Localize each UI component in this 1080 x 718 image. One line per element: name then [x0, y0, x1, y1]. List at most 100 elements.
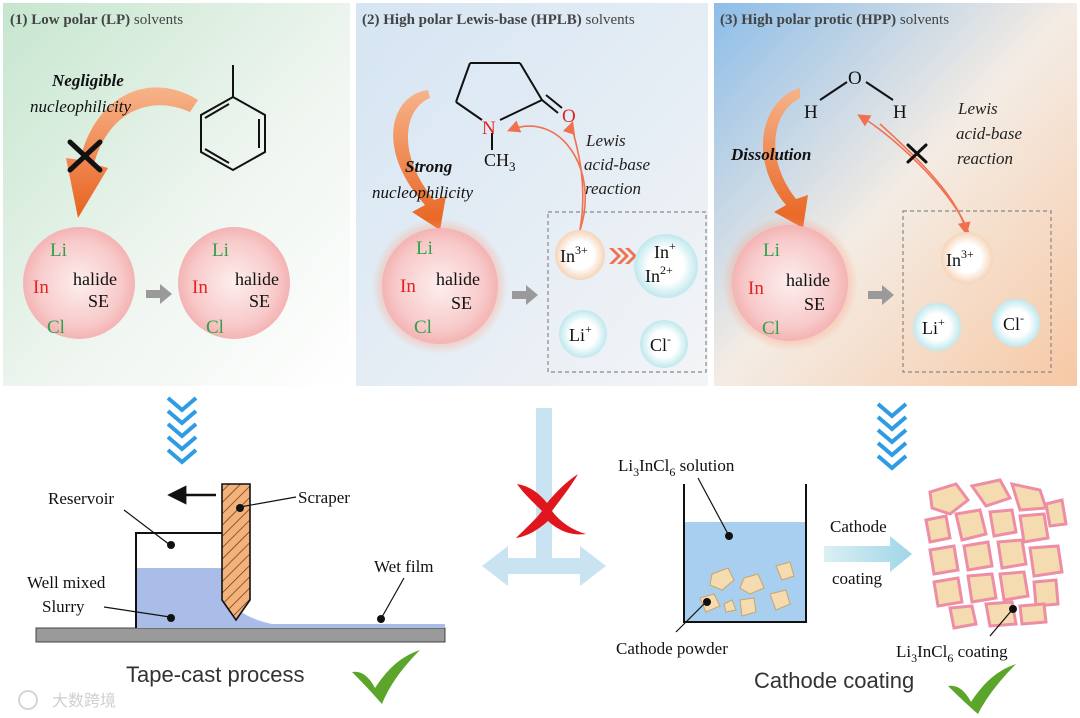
beaker-wall [683, 484, 807, 623]
panel-1: Negligible nucleophilicity Li In Cl hali… [23, 65, 290, 339]
se-label: SE [804, 294, 825, 314]
dissolved-ions-box [547, 211, 707, 373]
slurry-dot [167, 614, 175, 622]
nitrogen-atom: N [482, 118, 496, 139]
solution-pointer [697, 477, 729, 535]
wet-film-label: Wet film [374, 557, 434, 576]
cathode-coating-diagram: Li3InCl6 solution Cathode powder Cathode… [616, 456, 1068, 714]
halide-se-particle-dissolving [732, 225, 848, 341]
hydrogen-atom-right: H [893, 102, 907, 123]
lewis-label-line1: Lewis [585, 131, 626, 150]
watermark-logo-icon [18, 690, 38, 710]
li-ion-label: Li+ [922, 315, 945, 338]
li-ion [913, 303, 961, 351]
wet-film-dot [377, 615, 385, 623]
reservoir-pointer [123, 509, 171, 546]
well-mixed-label: Well mixed [27, 573, 106, 592]
red-x-icon [516, 474, 586, 538]
halide-se-particle [23, 227, 135, 339]
lewis-label-line2: acid-base [584, 155, 651, 174]
methyl-group: CH3 [484, 150, 516, 174]
checkmark-icon [948, 664, 1016, 714]
scraper-dot [236, 504, 244, 512]
cross-mark-icon [906, 143, 928, 164]
halide-label: halide [73, 269, 117, 289]
watermark: 大数跨境 [52, 691, 116, 710]
cl-ion-label: Cl- [650, 332, 671, 355]
oxygen-atom: O [848, 68, 862, 89]
lewis-label-line3: reaction [585, 179, 641, 198]
slurry-pointer [103, 606, 171, 618]
in-label: In [33, 277, 49, 298]
in-plus-ion [634, 234, 698, 298]
coated-particles-cluster [924, 478, 1068, 630]
coating-pointer [989, 609, 1013, 637]
li-label: Li [212, 240, 229, 261]
li-ion [559, 310, 607, 358]
dissolution-arrow [762, 88, 808, 228]
scraper-label: Scraper [298, 488, 350, 507]
panel-3: O H H Lewis acid-base reaction Dissoluti… [722, 68, 1052, 373]
substrate-plate [35, 627, 446, 643]
in3-ion [941, 232, 993, 284]
cathode-coating-title: Cathode coating [754, 668, 914, 693]
toluene-molecule [200, 65, 266, 172]
reservoir-label: Reservoir [48, 489, 114, 508]
in-label: In [192, 277, 208, 298]
water-bonds [819, 81, 894, 101]
in3-ion-label: In3+ [560, 243, 588, 266]
dissolution-label: Dissolution [730, 145, 811, 164]
lewis-arrow-h-in-back [879, 123, 971, 236]
solution-label: Li3InCl6 solution [618, 456, 735, 479]
li-label: Li [763, 240, 780, 261]
cl-label: Cl [47, 317, 65, 338]
scraper-pointer [239, 496, 297, 508]
in-plus-ion-label: In+ [654, 239, 676, 262]
blocked-pathway-arrow [482, 408, 606, 586]
gray-arrow-icon [146, 284, 172, 304]
in2-ion-label: In2+ [645, 263, 673, 286]
gray-arrow-icon [868, 285, 894, 305]
lewis-label-line3: reaction [957, 149, 1013, 168]
wet-film-pointer [381, 577, 405, 618]
lewis-arrow-to-o [562, 120, 584, 231]
cross-mark-icon [67, 139, 103, 173]
panel-3-title: (3) High polar protic (HPP) solvents [720, 12, 949, 28]
nucleophilic-attack-arrow [393, 90, 446, 230]
cathode-powder-label: Cathode powder [616, 639, 728, 658]
reduction-chevrons-icon [609, 248, 637, 264]
scraper-blade [221, 483, 251, 622]
reservoir-dot [167, 541, 175, 549]
coating-label-formula: Li3InCl6 coating [896, 642, 1008, 665]
halide-label: halide [235, 269, 279, 289]
panel-2-title: (2) High polar Lewis-base (HPLB) solvent… [362, 12, 635, 28]
down-chevrons-right-icon [876, 402, 908, 471]
hydrogen-atom-left: H [804, 102, 818, 123]
coating-dot [1009, 605, 1017, 613]
in-label: In [748, 278, 764, 299]
li-label: Li [416, 238, 433, 259]
solution-dot [725, 532, 733, 540]
panel-1-title: (1) Low polar (LP) solvents [10, 12, 183, 28]
cl-label: Cl [762, 318, 780, 339]
nucleophilicity-label: nucleophilicity [372, 183, 473, 202]
tape-cast-diagram: Reservoir Scraper Well mixed Slurry Wet … [27, 483, 446, 704]
in-label: In [400, 276, 416, 297]
checkmark-icon [352, 650, 420, 704]
powder-dot [703, 598, 711, 606]
strong-label: Strong [405, 157, 453, 176]
se-label: SE [249, 291, 270, 311]
li-label: Li [50, 240, 67, 261]
down-chevrons-left-icon [166, 396, 198, 465]
slurry-body [136, 568, 445, 628]
negligible-label: Negligible [51, 71, 124, 90]
lewis-label-line2: acid-base [956, 124, 1023, 143]
cathode-label: Cathode [830, 517, 887, 536]
powder-pointer [675, 601, 707, 633]
cl-label: Cl [206, 317, 224, 338]
tape-cast-title: Tape-cast process [126, 662, 305, 687]
halide-se-particle-attacked [382, 228, 498, 344]
coating-process-arrow [824, 536, 912, 572]
oxygen-atom: O [562, 106, 576, 127]
